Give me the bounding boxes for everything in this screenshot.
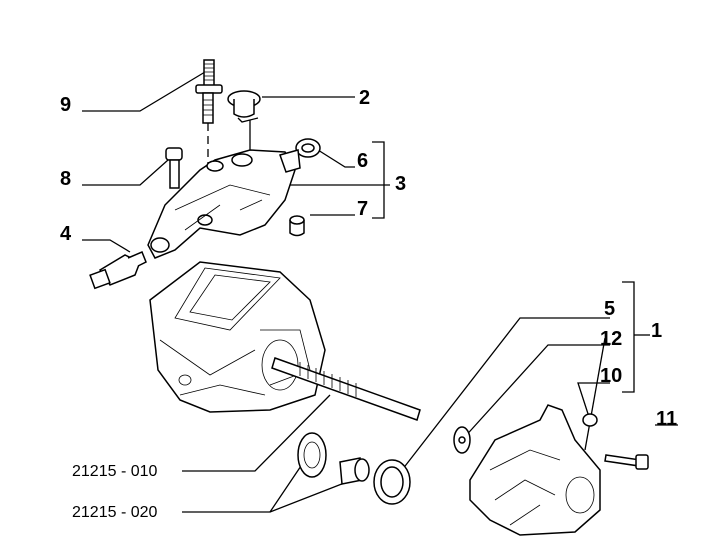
leader-lines — [82, 71, 678, 513]
part-8-screw — [165, 147, 183, 189]
callout-9: 9 — [60, 94, 71, 116]
part-code-21215-010: 21215 - 010 — [72, 463, 158, 480]
callout-4: 4 — [60, 223, 72, 245]
callout-5: 5 — [604, 298, 615, 320]
callout-7: 7 — [357, 198, 368, 220]
part-12-plate — [453, 426, 471, 454]
primary-shaft — [271, 357, 421, 421]
part-3-cover-housing — [147, 149, 301, 259]
callout-1: 1 — [651, 320, 662, 342]
callout-6: 6 — [357, 150, 368, 172]
callout-12: 12 — [600, 328, 622, 350]
needle-bearing — [339, 457, 370, 485]
part-1-rear-cover — [469, 404, 601, 536]
part-4-sensor — [89, 251, 147, 290]
part-10-plug — [582, 413, 598, 427]
part-9-stud-bolt — [195, 59, 223, 124]
gear-21215-020 — [297, 432, 327, 478]
callout-10: 10 — [600, 365, 622, 387]
part-7-bush — [289, 215, 305, 237]
callout-11: 11 — [656, 408, 677, 430]
part-code-21215-020: 21215 - 020 — [72, 504, 158, 521]
part-5-ring — [373, 459, 411, 505]
part-2-cap — [227, 90, 261, 118]
callout-3: 3 — [395, 173, 406, 195]
callout-2: 2 — [359, 87, 370, 109]
callout-8: 8 — [60, 168, 71, 190]
part-6-seal — [295, 138, 321, 158]
part-11-bolt — [604, 454, 649, 470]
gearbox-main-housing — [149, 261, 326, 413]
